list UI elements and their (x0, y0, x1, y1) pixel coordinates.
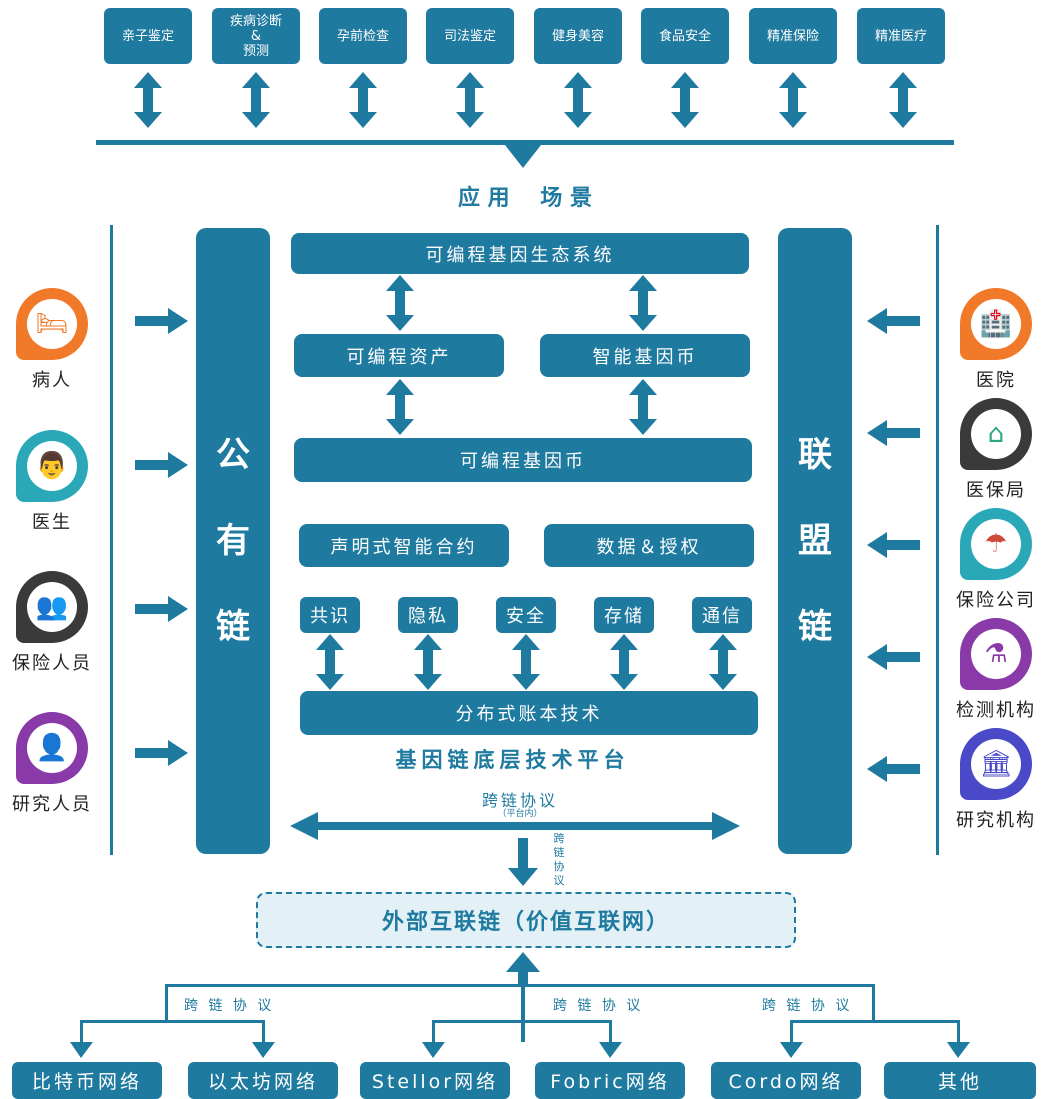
app-arrows (134, 72, 917, 128)
cross-chain-label: 跨链协议 (481, 791, 558, 810)
alliance-chain-char: 盟 (798, 521, 832, 561)
public-chain-char: 有 (216, 521, 250, 561)
actor-label: 医生 (32, 512, 72, 533)
module-communication: 通信 (692, 597, 752, 633)
app-prenatal-check: 孕前检查 (319, 8, 407, 64)
network-bitcoin: 比特币网络 (12, 1062, 162, 1099)
scenario-title: 应 用 场 景 (458, 186, 592, 211)
actor-label: 保险公司 (956, 590, 1036, 611)
public-chain-bar: 公 有 链 (196, 228, 270, 854)
alliance-chain-bar: 联 盟 链 (778, 228, 852, 854)
vertical-char: 跨 (553, 832, 565, 845)
app-paternity-test: 亲子鉴定 (104, 8, 192, 64)
smart-gene-coin-box: 智能基因币 (540, 334, 750, 377)
actor-researcher: 👤 研究人员 (2, 712, 102, 816)
protocol-label-left: 跨 链 协 议 (184, 998, 275, 1014)
app-forensic-test: 司法鉴定 (426, 8, 514, 64)
data-authorization-box: 数据＆授权 (544, 524, 754, 567)
actor-testing-agency: ⚗ 检测机构 (946, 618, 1046, 722)
network-fabric: Fobric网络 (535, 1062, 685, 1099)
module-security: 安全 (496, 597, 556, 633)
protocol-label-right: 跨 链 协 议 (762, 998, 853, 1014)
external-chain-box: 外部互联链（价值互联网） (256, 892, 796, 948)
insurance-bureau-icon: ⌂ (960, 398, 1032, 470)
actor-label: 病人 (32, 370, 72, 391)
public-chain-char: 公 (216, 435, 250, 475)
alliance-chain-char: 链 (798, 607, 832, 647)
actor-label: 医院 (976, 370, 1016, 391)
vertical-char: 议 (553, 874, 565, 887)
vertical-cross-chain-label: 跨 链 协 议 (552, 832, 566, 888)
actor-patient: 🛏 病人 (2, 288, 102, 392)
actor-label: 医保局 (966, 480, 1026, 501)
hospital-icon: 🏥 (960, 288, 1032, 360)
researcher-icon: 👤 (16, 712, 88, 784)
actor-insurance-staff: 👥 保险人员 (2, 571, 102, 675)
platform-title: 基因链底层技术平台 (395, 748, 630, 772)
actor-label: 检测机构 (956, 700, 1036, 721)
app-disease-diagnosis: 疾病诊断 & 预测 (212, 8, 300, 64)
cross-chain-sublabel: （平台内） (497, 809, 543, 819)
protocol-label-middle: 跨 链 协 议 (553, 998, 644, 1014)
module-privacy: 隐私 (398, 597, 458, 633)
network-other: 其他 (884, 1062, 1036, 1099)
smart-contract-box: 声明式智能合约 (299, 524, 509, 567)
ecosystem-box: 可编程基因生态系统 (291, 233, 749, 274)
module-storage: 存储 (594, 597, 654, 633)
app-fitness-beauty: 健身美容 (534, 8, 622, 64)
actor-label: 研究人员 (12, 794, 92, 815)
actor-hospital: 🏥 医院 (946, 288, 1046, 392)
app-precision-insurance: 精准保险 (749, 8, 837, 64)
app-food-safety: 食品安全 (641, 8, 729, 64)
vertical-char: 链 (553, 846, 565, 859)
doctor-icon: 👨 (16, 430, 88, 502)
meeting-icon: 👥 (16, 571, 88, 643)
module-consensus: 共识 (300, 597, 360, 633)
institute-icon: 🏛 (960, 728, 1032, 800)
distributed-ledger-box: 分布式账本技术 (300, 691, 758, 735)
actor-insurance-bureau: ⌂ 医保局 (946, 398, 1046, 502)
programmable-gene-coin-box: 可编程基因币 (294, 438, 752, 482)
network-stellar: Stellor网络 (360, 1062, 510, 1099)
right-arrows (867, 308, 920, 782)
patient-bed-icon: 🛏 (16, 288, 88, 360)
left-arrows (135, 308, 188, 766)
actor-label: 研究机构 (956, 810, 1036, 831)
public-chain-char: 链 (216, 607, 250, 647)
actor-research-institute: 🏛 研究机构 (946, 728, 1046, 832)
actor-label: 保险人员 (12, 653, 92, 674)
vertical-char: 协 (553, 860, 565, 873)
network-corda: Cordo网络 (711, 1062, 861, 1099)
actor-insurance-company: ☂ 保险公司 (946, 508, 1046, 612)
lab-icon: ⚗ (960, 618, 1032, 690)
app-precision-medicine: 精准医疗 (857, 8, 945, 64)
actor-doctor: 👨 医生 (2, 430, 102, 534)
network-ethereum: 以太坊网络 (188, 1062, 338, 1099)
alliance-chain-char: 联 (798, 435, 832, 475)
insurance-company-icon: ☂ (960, 508, 1032, 580)
programmable-assets-box: 可编程资产 (294, 334, 504, 377)
